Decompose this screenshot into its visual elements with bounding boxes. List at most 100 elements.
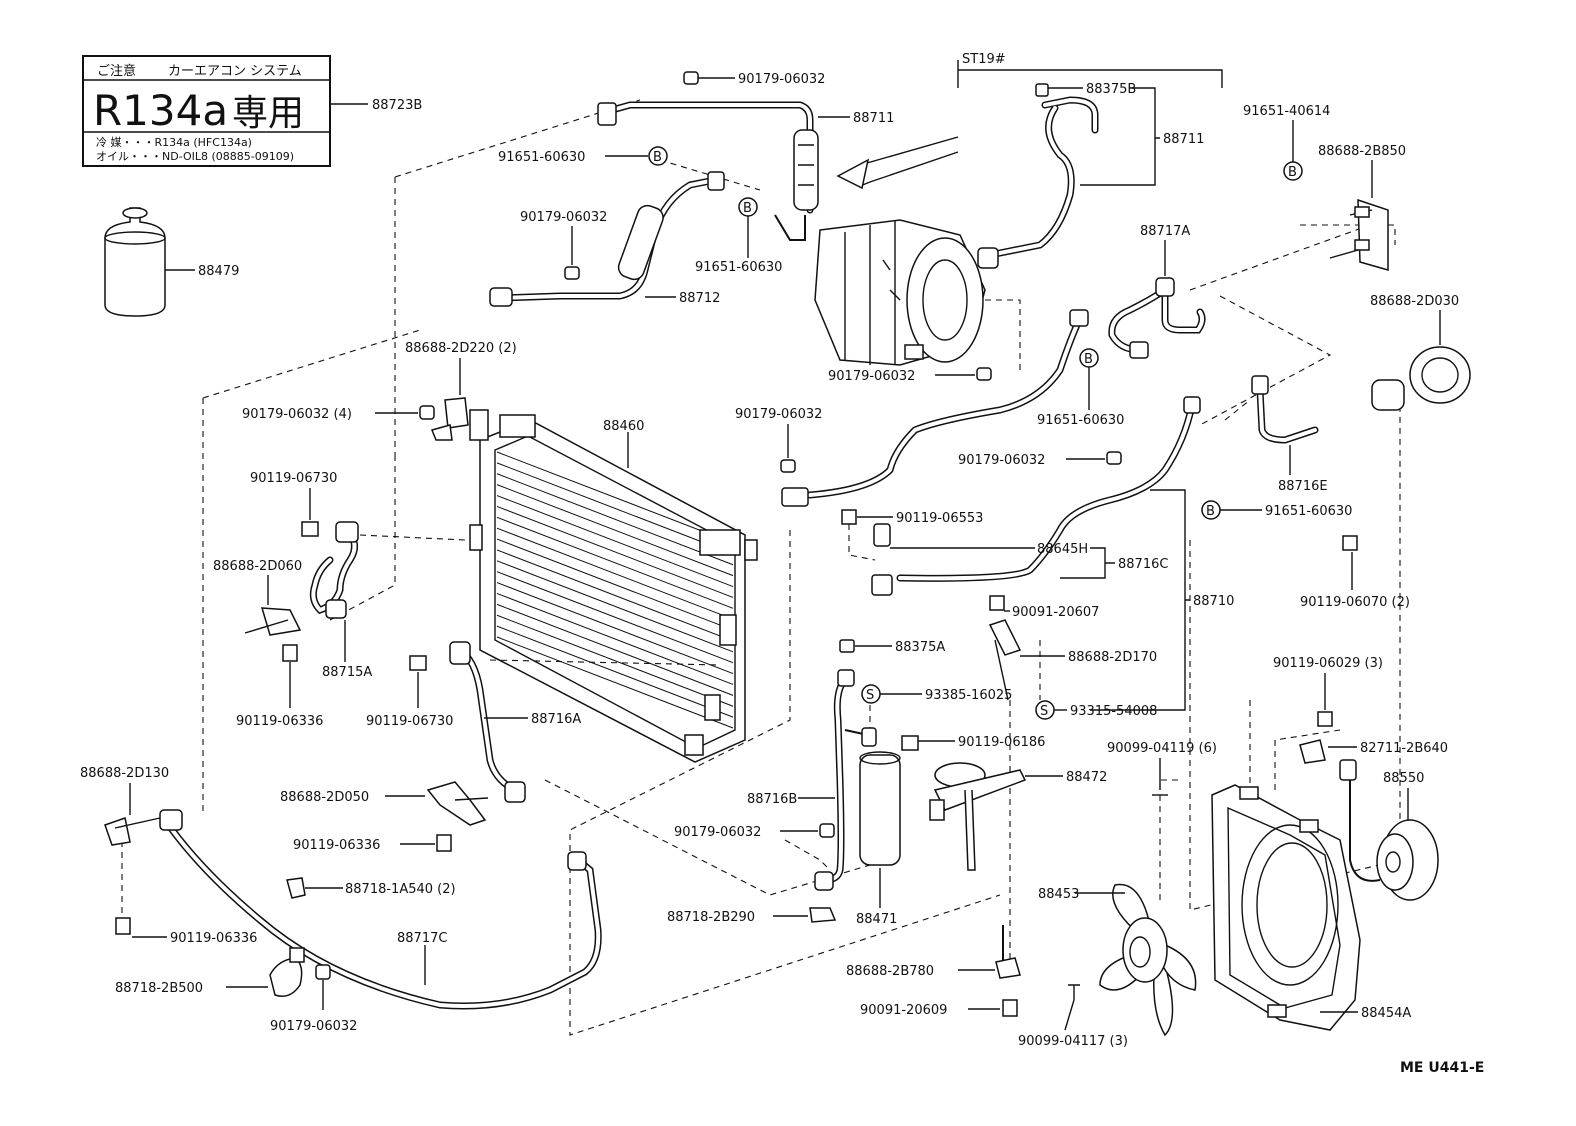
- label-88550: 88550: [1383, 771, 1424, 786]
- label-91651-60630-d: 91651-60630: [1265, 504, 1352, 519]
- label-91651-60630-c: 91651-60630: [1037, 413, 1124, 428]
- label-88716E: 88716E: [1278, 479, 1328, 494]
- warning-plate: ご注意 カーエアコン システム R134a 専用 冷 媒・・・R134a (HF…: [82, 55, 331, 167]
- label-88688-2D060: 88688-2D060: [213, 559, 302, 574]
- bracket-2D220: [430, 397, 469, 441]
- label-90179-06032-b: 90179-06032: [520, 210, 607, 225]
- label-88711-a: 88711: [853, 111, 894, 126]
- bracket-2B780: [995, 925, 1021, 979]
- label-88479: 88479: [198, 264, 239, 279]
- label-88718-1A540: 88718-1A540 (2): [345, 882, 456, 897]
- label-90099-04119: 90099-04119 (6): [1107, 741, 1217, 756]
- label-93385-16025: 93385-16025: [925, 688, 1012, 703]
- plate-title-left: ご注意: [97, 63, 136, 79]
- marker-b-icon: [1283, 161, 1303, 181]
- condenser-fin: [496, 636, 734, 729]
- label-90119-06186: 90119-06186: [958, 735, 1045, 750]
- receiver-bracket: [929, 762, 1027, 871]
- pipe-88716A: [449, 641, 526, 803]
- part-2D030: [1371, 346, 1471, 411]
- pipe-88716E: [1251, 375, 1319, 444]
- label-88711-b: 88711: [1163, 132, 1204, 147]
- bracket-2D170: [988, 619, 1022, 701]
- label-88718-2B500: 88718-2B500: [115, 981, 203, 996]
- label-88460: 88460: [603, 419, 644, 434]
- discharge-pipe: [781, 309, 1089, 507]
- pipe-88715A: [309, 521, 359, 619]
- condenser-fin: [496, 516, 734, 609]
- marker-b-icon: [648, 146, 668, 166]
- label-91651-40614: 91651-40614: [1243, 104, 1330, 119]
- condenser-fin: [496, 527, 734, 620]
- bracket-2D060: [244, 607, 302, 636]
- label-90119-06336-c: 90119-06336: [170, 931, 257, 946]
- condenser-fin: [496, 451, 734, 544]
- pipe-88717A: [1108, 277, 1206, 359]
- label-88688-2D220: 88688-2D220 (2): [405, 341, 517, 356]
- label-88688-2D050: 88688-2D050: [280, 790, 369, 805]
- marker-b-text: B: [1288, 165, 1297, 180]
- plate-line-2: オイル・・・ND-OIL8 (08885-09109): [96, 150, 294, 163]
- bracket-2D050: [426, 781, 489, 826]
- condenser: [469, 409, 758, 763]
- label-88715A: 88715A: [322, 665, 372, 680]
- receiver-dryer: [859, 751, 901, 866]
- pressure-switch: [871, 523, 893, 596]
- label-90119-06730-b: 90119-06730: [366, 714, 453, 729]
- label-90119-06553: 90119-06553: [896, 511, 983, 526]
- condenser-fin: [496, 495, 734, 587]
- condenser-fin: [496, 462, 734, 555]
- label-88688-2B780: 88688-2B780: [846, 964, 934, 979]
- condenser-fin: [496, 560, 734, 653]
- label-88688-2D170: 88688-2D170: [1068, 650, 1157, 665]
- dashed-guides: [121, 60, 1401, 1036]
- condenser-fin: [496, 625, 734, 718]
- label-90179-06032-c: 90179-06032: [828, 369, 915, 384]
- direction-arrow: [836, 136, 959, 190]
- fan-shroud: [1211, 784, 1361, 1031]
- condenser-fin: [496, 614, 734, 707]
- label-90179-06032-f: 90179-06032: [674, 825, 761, 840]
- condenser-fin: [496, 473, 734, 566]
- label-88471: 88471: [856, 912, 897, 927]
- label-88472: 88472: [1066, 770, 1107, 785]
- condenser-fin: [496, 549, 734, 642]
- label-90179-06032-e: 90179-06032: [958, 453, 1045, 468]
- label-88716A: 88716A: [531, 712, 581, 727]
- bracket-2B850: [1329, 198, 1389, 271]
- label-88645H: 88645H: [1037, 542, 1088, 557]
- label-88375B: 88375B: [1086, 82, 1136, 97]
- label-90179-06032-top: 90179-06032: [738, 72, 825, 87]
- hose-88711: [597, 101, 819, 241]
- label-88453: 88453: [1038, 887, 1079, 902]
- label-88717C: 88717C: [397, 931, 447, 946]
- fan-motor: [1339, 759, 1439, 901]
- marker-b-text: B: [1206, 504, 1215, 519]
- plate-title-right: カーエアコン システム: [168, 64, 302, 79]
- condenser-fin: [496, 538, 734, 631]
- condenser-fin: [496, 593, 734, 685]
- label-90119-06029: 90119-06029 (3): [1273, 656, 1383, 671]
- marker-b-text: B: [653, 150, 662, 165]
- label-88716C: 88716C: [1118, 557, 1168, 572]
- pipe-88717C: [159, 809, 602, 1010]
- condenser-fin: [496, 603, 734, 696]
- condenser-fin: [496, 505, 734, 598]
- label-88688-2D030: 88688-2D030: [1370, 294, 1459, 309]
- clamp-2B500: [269, 947, 305, 997]
- hose-88712: [489, 171, 725, 307]
- label-90179-06032-4: 90179-06032 (4): [242, 407, 352, 422]
- label-90091-20607: 90091-20607: [1012, 605, 1099, 620]
- condenser-fin: [496, 582, 734, 675]
- label-88717A: 88717A: [1140, 224, 1190, 239]
- label-88454A: 88454A: [1361, 1006, 1411, 1021]
- condenser-fin: [496, 484, 734, 577]
- label-93315-54008: 93315-54008: [1070, 704, 1157, 719]
- label-90099-04117: 90099-04117 (3): [1018, 1034, 1128, 1049]
- pipe-88716B: [814, 669, 877, 891]
- label-90119-06730-a: 90119-06730: [250, 471, 337, 486]
- label-90119-06336-b: 90119-06336: [293, 838, 380, 853]
- label-90119-06336-a: 90119-06336: [236, 714, 323, 729]
- label-91651-60630-a: 91651-60630: [498, 150, 585, 165]
